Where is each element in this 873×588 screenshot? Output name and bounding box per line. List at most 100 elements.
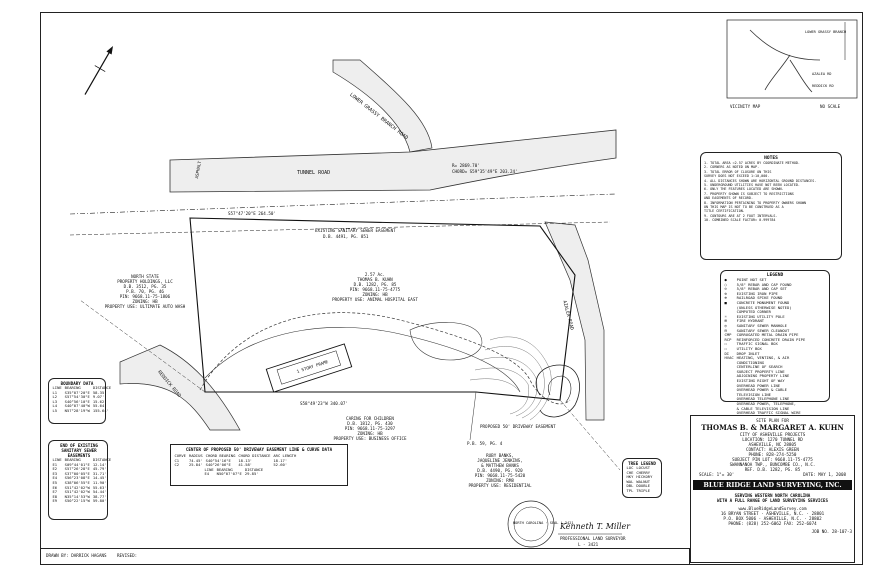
reddick-road: [119, 344, 241, 431]
legend-item: (UNLESS OTHERWISE NOTED): [736, 304, 792, 310]
row-line-1: [69, 193, 616, 215]
bearing-label-1: S57°47'20"E 264.50': [228, 211, 276, 216]
legend-item: ●POINT NOT SET: [724, 277, 767, 282]
surveyor-title: PROFESSIONAL LAND SURVEYOR: [560, 536, 626, 541]
curve-radius-label: R= 2869.70': [452, 163, 480, 168]
azalea-road: [544, 221, 605, 421]
legend-item: ○5/8" REBAR AND CAP FOUND: [724, 281, 792, 287]
notes-list: 1. TOTAL AREA =2.57 ACRES BY COORDINATE …: [704, 161, 817, 223]
legend-item: ⊕RAILROAD SPIKE FOUND: [724, 295, 783, 301]
vicinity-road-1: LOWER GRASSY BRANCH: [805, 30, 847, 34]
legend-item: COMPUTED CORNER: [736, 309, 771, 315]
legend-item: OVERHEAD TRAFFIC SIGNAL WIRE: [736, 410, 801, 416]
parcel-subject: 2.57 Ac. THOMAS B. KUHN D.B. 1282, PG. 8…: [332, 272, 418, 302]
legend-item: ⊟SANITARY SEWER CLEANOUT: [724, 327, 790, 333]
legend-item: TELEVISION LINE: [736, 391, 771, 397]
legend-item: OVERHEAD POWER LINE: [736, 382, 781, 388]
legend-item: ⊙5/8" REBAR AND CAP SET: [724, 286, 787, 292]
surveyor-license: L - 3421: [578, 542, 599, 547]
legend-item: SUBJECT PROPERTY LINE: [736, 368, 785, 374]
legend-item: CENTERLINE OF SEARCH: [736, 364, 783, 370]
curve-chord-label: CHORD= S59°35'49"E 203.24': [452, 169, 518, 174]
circle-driveway: [535, 364, 580, 418]
title-block: SITE PLAN FOR THOMAS B. & MARGARET A. KU…: [690, 415, 855, 563]
legend-item: & CABLE TELEVISION LINE: [736, 405, 790, 411]
seal-text: NORTH CAROLINA · SEAL L-3421: [513, 521, 574, 525]
parcel-caring: CARING FOR CHILDREN D.B. 1812, PG. 430 P…: [333, 416, 407, 441]
tunnel-road: [169, 129, 617, 193]
legend-item: ⊞FIRE HYDRANT: [724, 318, 765, 324]
north-arrow: [84, 46, 113, 95]
legend-item: CONDITIONING: [736, 359, 765, 365]
sewer-easement-db: D.B. 4491, PG. 851: [323, 234, 369, 239]
pb-label: P.B. 59, PG. 4: [467, 441, 503, 446]
subject-property-boundary: [189, 217, 576, 401]
legend-item: ☼EXISTING UTILITY POLE: [724, 313, 785, 319]
parcel-north-state: NORTH STATE PROPERTY HOLDINGS, LLC D.B. …: [104, 274, 186, 309]
company-banner: BLUE RIDGE LAND SURVEYING, INC.: [693, 480, 852, 490]
driveway-easement: [199, 312, 571, 405]
owners-title: THOMAS B. & MARGARET A. KUHN: [701, 423, 844, 432]
sewer-easement-table: END OF EXISTING SANITARY SEWER EASEMENTS…: [48, 440, 111, 520]
proposed-driveway-label: PROPOSED 50' DRIVEWAY EASEMENT: [480, 424, 556, 429]
curve-data-table: CENTER OF PROPOSED 50' DRIVEWAY EASEMENT…: [170, 444, 348, 486]
legend-box: LEGEND ●POINT NOT SET ○5/8" REBAR AND CA…: [720, 270, 830, 419]
no-scale-label: NO SCALE: [820, 104, 841, 109]
vicinity-map-label: VICINITY MAP: [730, 104, 761, 109]
bottom-strip: [40, 548, 690, 565]
drawn-by: DRAWN BY: DARRICK HAGANS: [46, 553, 107, 558]
legend-item: ■CONCRETE MONUMENT FOUND: [724, 299, 790, 305]
sewer-easement-label: EXISTING SANITARY SEWER EASEMENT: [315, 228, 396, 233]
legend-item: OVERHEAD POWER & CABLE: [736, 387, 787, 393]
revised: REVISED:: [117, 553, 138, 558]
driveway-easement-2: [204, 327, 521, 393]
surveyor-signature: Kenneth T. Miller: [560, 522, 631, 531]
road-label-tunnel: TUNNEL ROAD: [297, 170, 331, 176]
vicinity-road-2: AZALEA RD: [812, 72, 832, 76]
lower-grassy-branch-road: [332, 59, 433, 153]
legend-table: ●POINT NOT SET ○5/8" REBAR AND CAP FOUND…: [723, 277, 807, 420]
parcel-banks: RUBY BANKS, JAQUELINE JENKINS, & MATTHEW…: [468, 453, 532, 488]
legend-item: ☐TRAFFIC SIGNAL BOX: [724, 341, 778, 347]
vicinity-map-frame: [726, 19, 858, 99]
legend-item: OVERHEAD POWER, TELEPHONE,: [736, 401, 797, 407]
legend-item: ⊗EXISTING IRON PIPE: [724, 290, 778, 296]
notes-box: NOTES 1. TOTAL AREA =2.57 ACRES BY COORD…: [700, 152, 842, 260]
surveyor-seal: [507, 500, 555, 548]
bearing-label-2: S58°49'23"W 340.07': [300, 401, 348, 406]
legend-item: EXISTING RIGHT OF WAY: [736, 378, 785, 384]
legend-item: ◎SANITARY SEWER MANHOLE: [724, 322, 787, 328]
legend-item: OVERHEAD TELEPHONE LINE: [736, 396, 790, 402]
vicinity-road-3: REDDICK RD: [812, 84, 834, 88]
